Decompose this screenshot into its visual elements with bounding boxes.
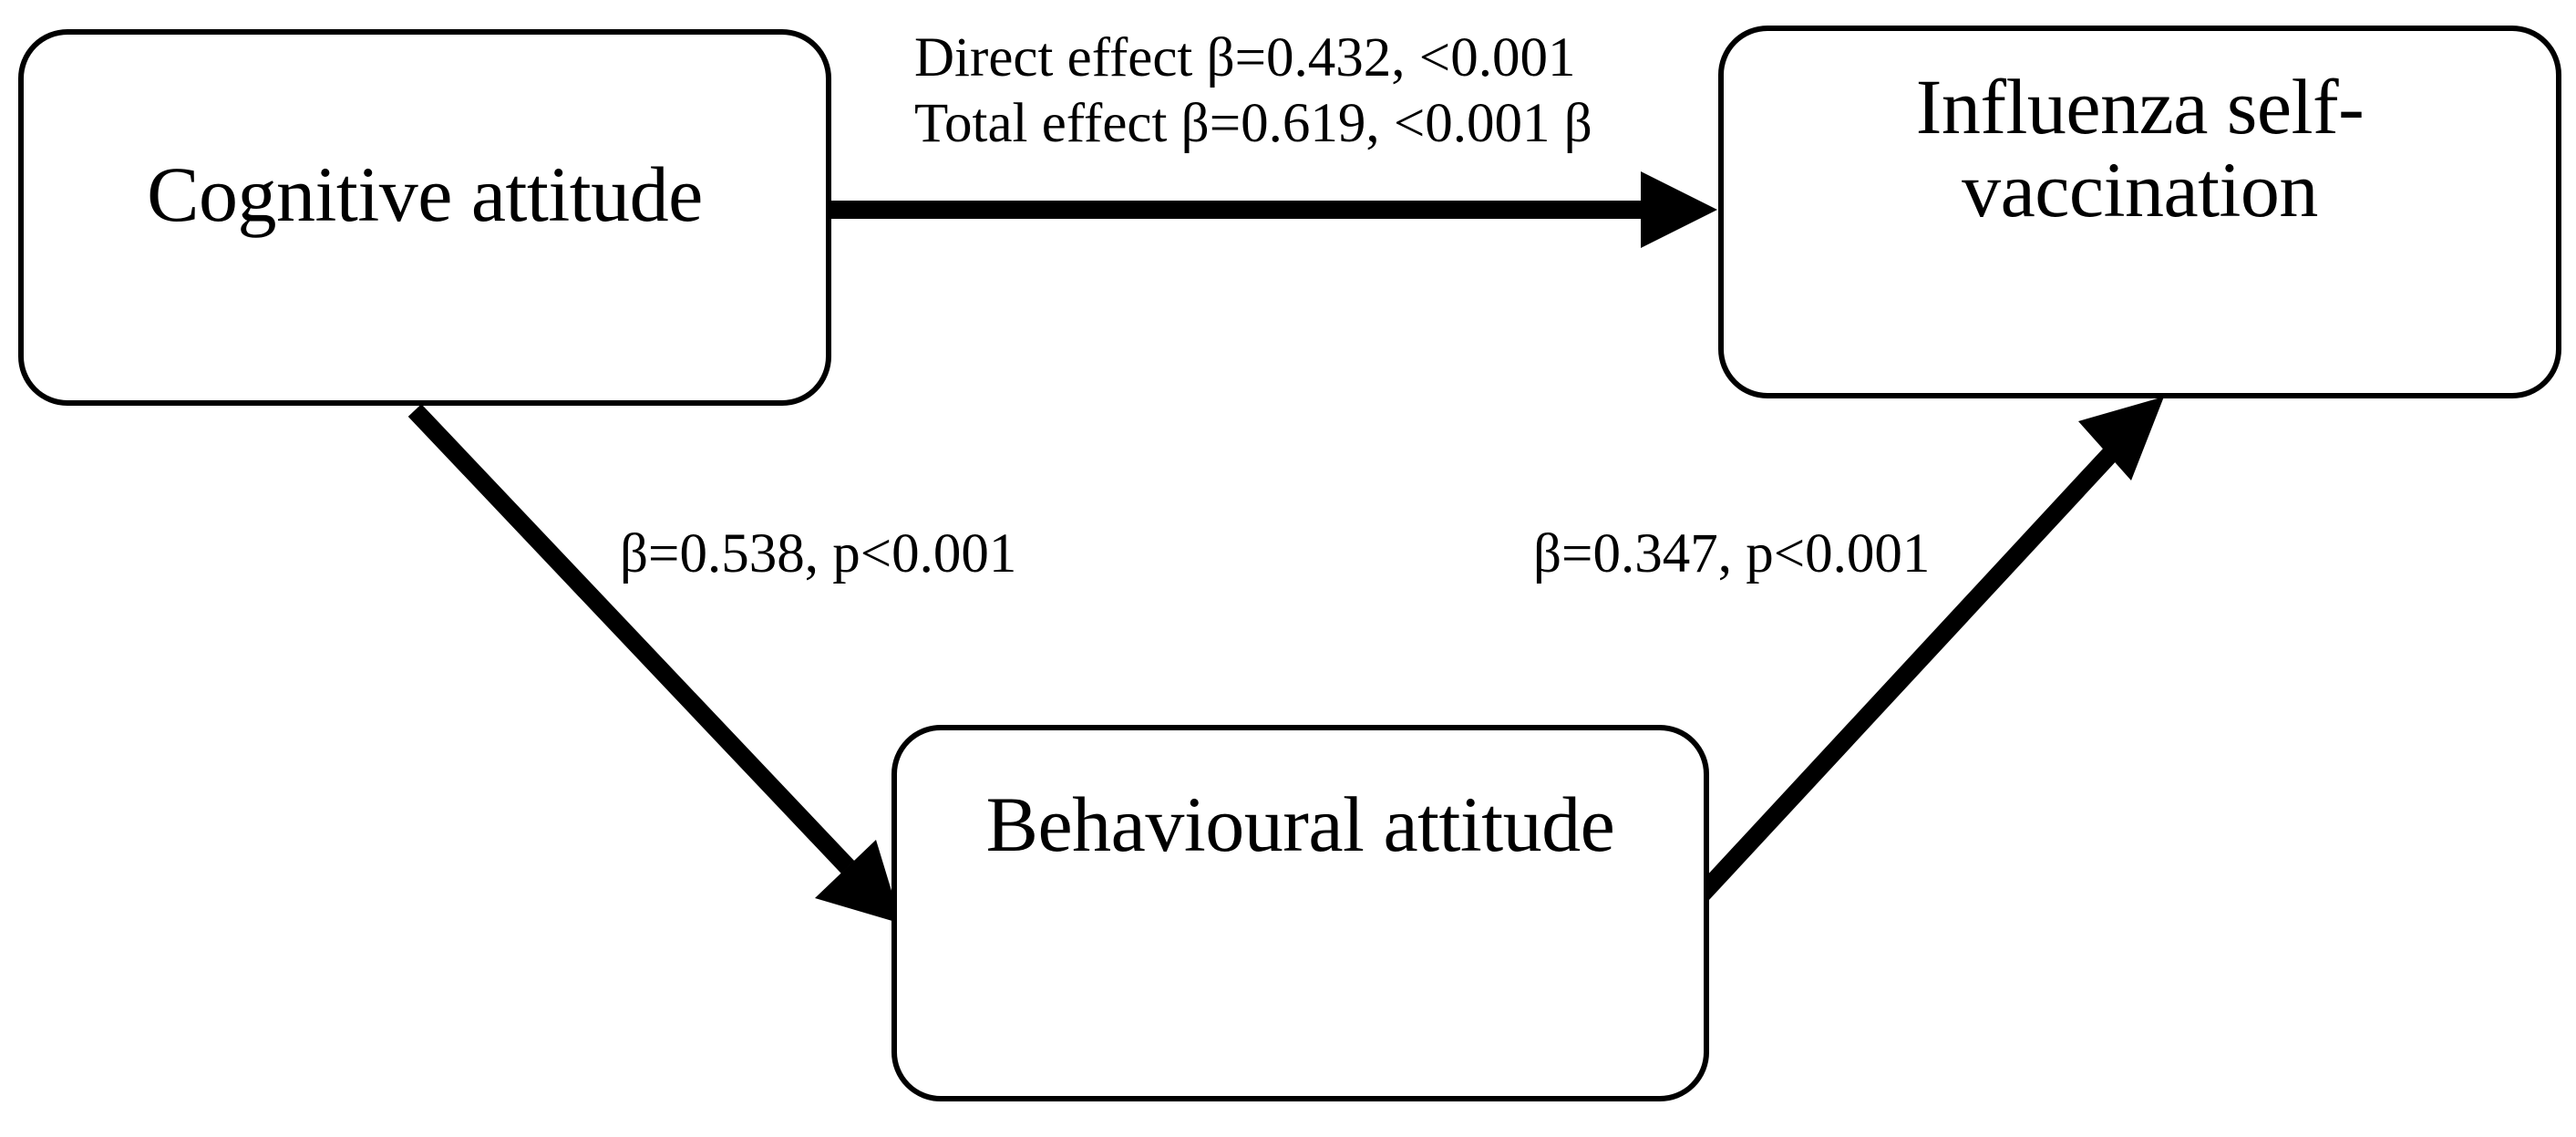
edge-label-cognitive-to-behavioural: β=0.538, p<0.001	[620, 523, 1017, 584]
arrow-cognitive-to-behavioural	[407, 404, 902, 924]
node-influenza-self-vaccination-label: Influenza self- vaccination	[1915, 63, 2365, 234]
arrow-shaft-behavioural-to-influenza	[1694, 447, 2118, 902]
arrow-cognitive-to-influenza	[831, 171, 1717, 248]
node-behavioural-attitude-label: Behavioural attitude	[985, 780, 1615, 868]
node-cognitive-attitude-label: Cognitive attitude	[147, 150, 703, 238]
arrowhead-cognitive-to-influenza	[1641, 171, 1717, 248]
arrow-shaft-cognitive-to-behavioural	[407, 404, 855, 873]
node-behavioural-attitude[interactable]: Behavioural attitude	[891, 725, 1709, 1101]
node-cognitive-attitude[interactable]: Cognitive attitude	[18, 29, 831, 406]
edge-label-behavioural-to-influenza: β=0.347, p<0.001	[1533, 523, 1931, 584]
arrowhead-cognitive-to-behavioural	[815, 840, 902, 924]
arrow-behavioural-to-influenza	[1694, 397, 2164, 902]
node-influenza-self-vaccination[interactable]: Influenza self- vaccination	[1718, 26, 2561, 398]
edge-label-cognitive-to-influenza: Direct effect β=0.432, <0.001 Total effe…	[914, 27, 1592, 154]
arrowhead-behavioural-to-influenza	[2078, 397, 2164, 481]
